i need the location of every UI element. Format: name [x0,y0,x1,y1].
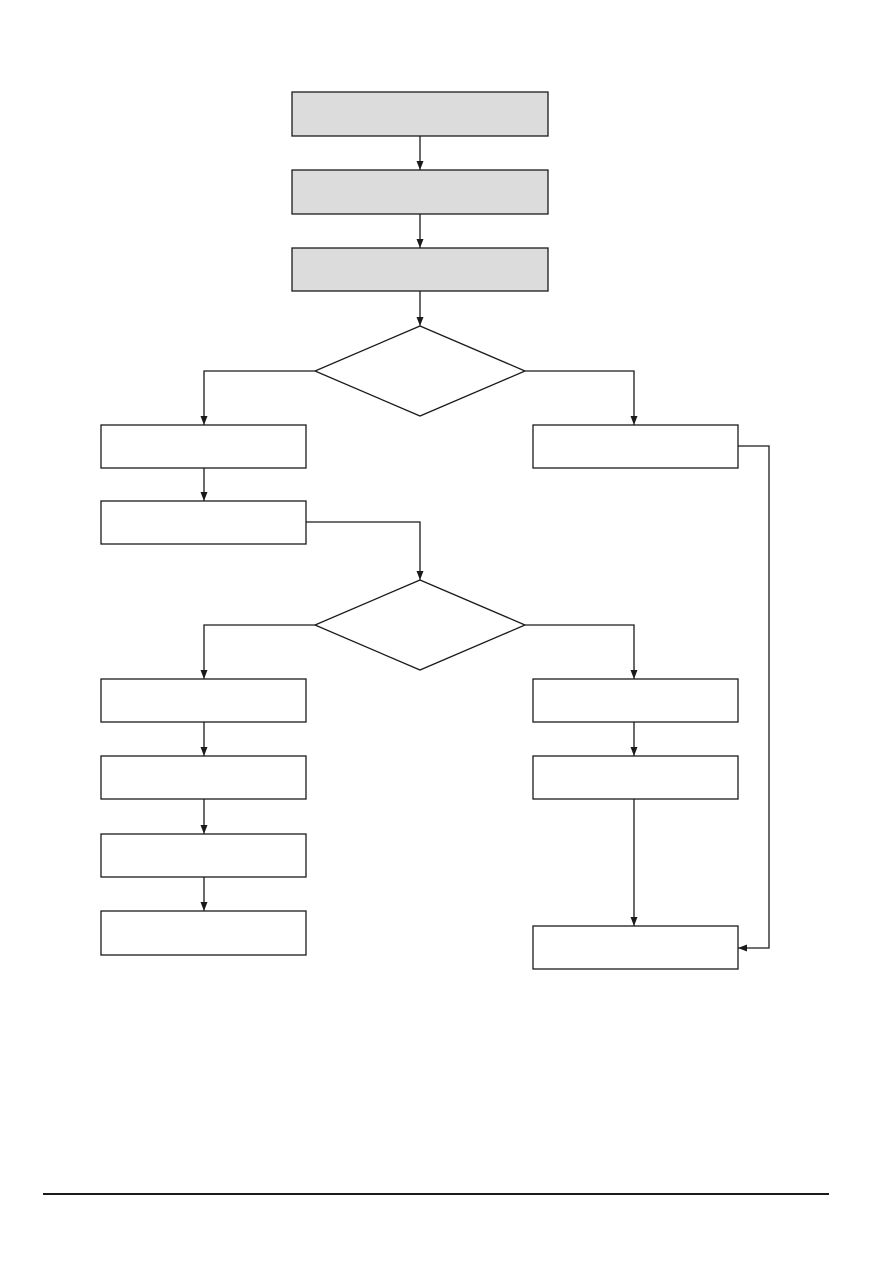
process-box [532,424,739,469]
node-left-2 [100,500,307,545]
process-box [100,678,307,723]
process-box [532,678,739,723]
process-box [100,424,307,469]
decision-diamond [313,325,527,417]
node-right-1 [532,424,739,469]
edge-decision-2-to-left-3 [200,624,315,679]
node-left-4 [100,755,307,800]
process-box [532,755,739,800]
shaded-process-box [291,247,549,292]
node-right-end [532,925,739,970]
node-left-5 [100,833,307,878]
shaded-process-box [291,169,549,215]
node-decision-2 [313,579,527,671]
nodes-layer [100,91,739,970]
process-box [100,910,307,956]
node-left-3 [100,678,307,723]
edge-right-1-to-right-end [738,445,770,952]
edge-left-2-to-decision-2 [306,521,424,580]
edge-decision-2-to-right-2 [525,624,638,679]
edge-decision-1-to-left-1 [200,370,315,425]
shaded-process-box [291,91,549,137]
node-right-2 [532,678,739,723]
node-start-2 [291,169,549,215]
node-right-3 [532,755,739,800]
process-box [100,833,307,878]
edges-layer [200,136,770,952]
decision-diamond [313,579,527,671]
node-start-3 [291,247,549,292]
process-box [532,925,739,970]
edge-decision-1-to-right-1 [525,370,638,425]
process-box [100,755,307,800]
node-left-1 [100,424,307,469]
node-left-6 [100,910,307,956]
process-box [100,500,307,545]
node-start-1 [291,91,549,137]
node-decision-1 [313,325,527,417]
